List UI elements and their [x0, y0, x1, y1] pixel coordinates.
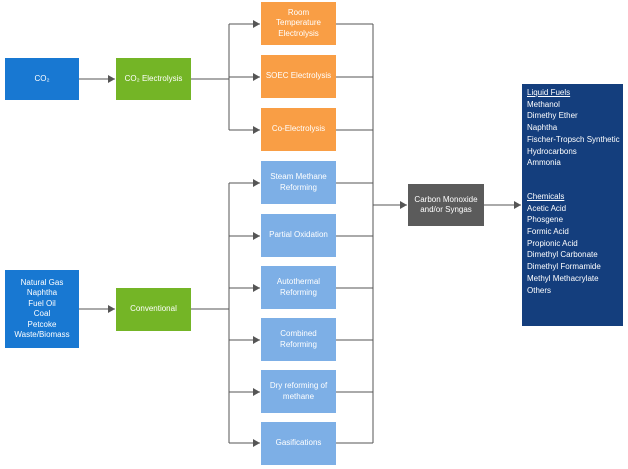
room-temperature-electrolysis-box: Room Temperature Electrolysis: [261, 2, 336, 45]
list-item: Methanol: [527, 99, 560, 109]
list-item: Phosgene: [527, 215, 564, 225]
autothermal-reforming-box: Autothermal Reforming: [261, 266, 336, 309]
autothermal-reforming-label: Autothermal Reforming: [276, 277, 321, 297]
soec-electrolysis-label: SOEC Electrolysis: [265, 71, 332, 81]
syngas-label: Carbon Monoxide and/or Syngas: [414, 194, 478, 215]
chemicals-list: Acetic Acid Phosgene Formic Acid Propion…: [527, 203, 618, 297]
fossil-feedstock-box: Natural Gas Naphtha Fuel Oil Coal Petcok…: [5, 270, 79, 348]
list-item: Formic Acid: [527, 227, 569, 237]
dry-reforming-label: Dry reforming of methane: [269, 381, 328, 401]
list-item: Dimethyl Carbonate: [527, 250, 598, 260]
list-item: Ammonia: [527, 158, 561, 168]
gasifications-box: Gasifications: [261, 422, 336, 465]
list-item: Others: [527, 285, 552, 295]
dry-reforming-box: Dry reforming of methane: [261, 370, 336, 413]
co2-electrolysis-box: CO₂ Electrolysis: [116, 58, 191, 100]
gasifications-label: Gasifications: [275, 438, 322, 448]
syngas-box: Carbon Monoxide and/or Syngas: [408, 184, 484, 226]
list-item: Naphtha: [527, 123, 558, 133]
co-electrolysis-box: Co-Electrolysis: [261, 108, 336, 151]
soec-electrolysis-box: SOEC Electrolysis: [261, 55, 336, 98]
co2-source-label: CO₂: [34, 73, 50, 83]
steam-methane-reforming-box: Steam Methane Reforming: [261, 161, 336, 204]
list-item: Acetic Acid: [527, 203, 567, 213]
conventional-box: Conventional: [116, 288, 191, 331]
room-temperature-electrolysis-label: Room Temperature Electrolysis: [276, 7, 321, 38]
co2-source-box: CO₂: [5, 58, 79, 100]
liquid-fuels-list: Methanol Dimethy Ether Naphtha Fischer-T…: [527, 99, 620, 169]
combined-reforming-label: Combined Reforming: [280, 329, 317, 349]
list-item: Dimethyl Formamide: [527, 262, 601, 272]
list-item: Fischer-Tropsch Synthetic: [527, 134, 620, 144]
combined-reforming-box: Combined Reforming: [261, 318, 336, 361]
list-item: Dimethy Ether: [527, 111, 578, 121]
co-electrolysis-label: Co-Electrolysis: [271, 124, 326, 134]
co2-electrolysis-label: CO₂ Electrolysis: [124, 73, 183, 83]
conventional-label: Conventional: [130, 304, 177, 314]
list-item: Propionic Acid: [527, 238, 578, 248]
products-panel: Liquid Fuels Methanol Dimethy Ether Naph…: [522, 84, 623, 326]
chemicals-heading: Chemicals: [527, 191, 565, 201]
list-item: Methyl Methacrylate: [527, 273, 599, 283]
steam-methane-reforming-label: Steam Methane Reforming: [270, 172, 327, 192]
partial-oxidation-label: Partial Oxidation: [269, 230, 328, 240]
liquid-fuels-heading: Liquid Fuels: [527, 88, 571, 97]
list-item: Hydrocarbons: [527, 146, 577, 156]
fossil-feedstock-label: Natural Gas Naphtha Fuel Oil Coal Petcok…: [14, 277, 70, 340]
partial-oxidation-box: Partial Oxidation: [261, 214, 336, 257]
